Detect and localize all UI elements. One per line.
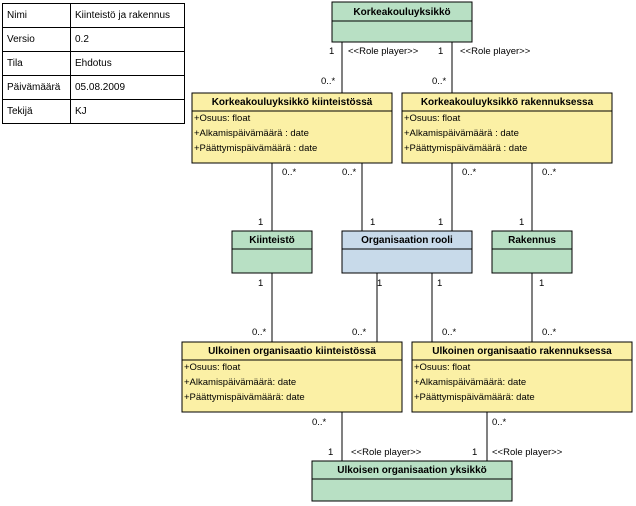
class-rakennus: Rakennus: [491, 230, 573, 274]
class-attribute: +Osuus: float: [414, 362, 471, 373]
multiplicity-label: 1: [377, 278, 382, 289]
class-attribute: +Päättymispäivämäärä: date: [414, 392, 535, 403]
class-ulkoisen-organisaation-yksikko: Ulkoisen organisaation yksikkö: [311, 460, 513, 502]
class-body: [401, 110, 613, 164]
class-ulkoinen-organisaatio-kiinteistossa: Ulkoinen organisaatio kiinteistössä +Osu…: [181, 341, 403, 413]
multiplicity-label: 0..*: [282, 167, 297, 178]
class-body: [231, 248, 313, 274]
metadata-value: Ehdotus: [70, 51, 185, 76]
multiplicity-label: 0..*: [542, 167, 557, 178]
class-name: Korkeakouluyksikkö rakennuksessa: [421, 97, 594, 108]
multiplicity-label: 1: [519, 217, 524, 228]
class-attribute: +Alkamispäivämäärä: date: [184, 377, 296, 388]
class-name: Rakennus: [508, 235, 556, 246]
multiplicity-label: 0..*: [312, 417, 327, 428]
multiplicity-label: 0..*: [542, 327, 557, 338]
multiplicity-label: 1: [328, 447, 333, 458]
multiplicity-label: 1: [258, 278, 263, 289]
role-label: <<Role player>>: [348, 46, 419, 57]
multiplicity-label: 0..*: [432, 76, 447, 87]
class-ulkoinen-organisaatio-rakennuksessa: Ulkoinen organisaatio rakennuksessa +Osu…: [411, 341, 633, 413]
class-name: Ulkoisen organisaation yksikkö: [337, 465, 487, 476]
class-body: [341, 248, 473, 274]
class-korkeakouluyksikko-kiinteistossa: Korkeakouluyksikkö kiinteistössä +Osuus:…: [191, 92, 393, 164]
multiplicity-label: 0..*: [321, 76, 336, 87]
association-labels: 1 <<Role player>> 1 <<Role player>> 0..*…: [252, 46, 563, 458]
role-label: <<Role player>>: [351, 447, 422, 458]
multiplicity-label: 1: [438, 46, 443, 57]
multiplicity-label: 1: [258, 217, 263, 228]
class-kiinteisto: Kiinteistö: [231, 230, 313, 274]
class-name: Korkeakouluyksikkö kiinteistössä: [212, 97, 373, 108]
class-attribute: +Päättymispäivämäärä: date: [184, 392, 305, 403]
class-organisaation-rooli: Organisaation rooli: [341, 230, 473, 274]
multiplicity-label: 1: [329, 46, 334, 57]
class-body: [491, 248, 573, 274]
class-name: Kiinteistö: [249, 235, 295, 246]
metadata-key: Tila: [2, 51, 71, 76]
class-attribute: +Päättymispäivämäärä : date: [404, 143, 527, 154]
class-name: Organisaation rooli: [361, 235, 453, 246]
class-attribute: +Alkamispäivämäärä: date: [414, 377, 526, 388]
class-body: [311, 478, 513, 502]
role-label: <<Role player>>: [460, 46, 531, 57]
metadata-value: KJ: [70, 99, 185, 124]
multiplicity-label: 1: [472, 447, 477, 458]
class-attribute: +Alkamispäivämäärä : date: [404, 128, 519, 139]
class-body: [411, 359, 633, 413]
multiplicity-label: 0..*: [342, 167, 357, 178]
class-attribute: +Osuus: float: [194, 113, 251, 124]
multiplicity-label: 0..*: [442, 327, 457, 338]
multiplicity-label: 0..*: [462, 167, 477, 178]
class-attribute: +Osuus: float: [184, 362, 241, 373]
multiplicity-label: 0..*: [352, 327, 367, 338]
multiplicity-label: 1: [438, 217, 443, 228]
class-name: Korkeakouluyksikkö: [353, 7, 450, 18]
multiplicity-label: 0..*: [252, 327, 267, 338]
multiplicity-label: 1: [539, 278, 544, 289]
class-body: [181, 359, 403, 413]
class-korkeakouluyksikko: Korkeakouluyksikkö: [331, 1, 473, 43]
multiplicity-label: 0..*: [492, 417, 507, 428]
class-attribute: +Osuus: float: [404, 113, 461, 124]
class-body: [331, 20, 473, 43]
class-body: [191, 110, 393, 164]
role-label: <<Role player>>: [492, 447, 563, 458]
class-name: Ulkoinen organisaatio kiinteistössä: [208, 346, 376, 357]
class-korkeakouluyksikko-rakennuksessa: Korkeakouluyksikkö rakennuksessa +Osuus:…: [401, 92, 613, 164]
multiplicity-label: 1: [437, 278, 442, 289]
multiplicity-label: 1: [370, 217, 375, 228]
class-name: Ulkoinen organisaatio rakennuksessa: [432, 346, 612, 357]
class-attribute: +Päättymispäivämäärä : date: [194, 143, 317, 154]
class-attribute: +Alkamispäivämäärä : date: [194, 128, 309, 139]
associations: [271, 42, 533, 461]
